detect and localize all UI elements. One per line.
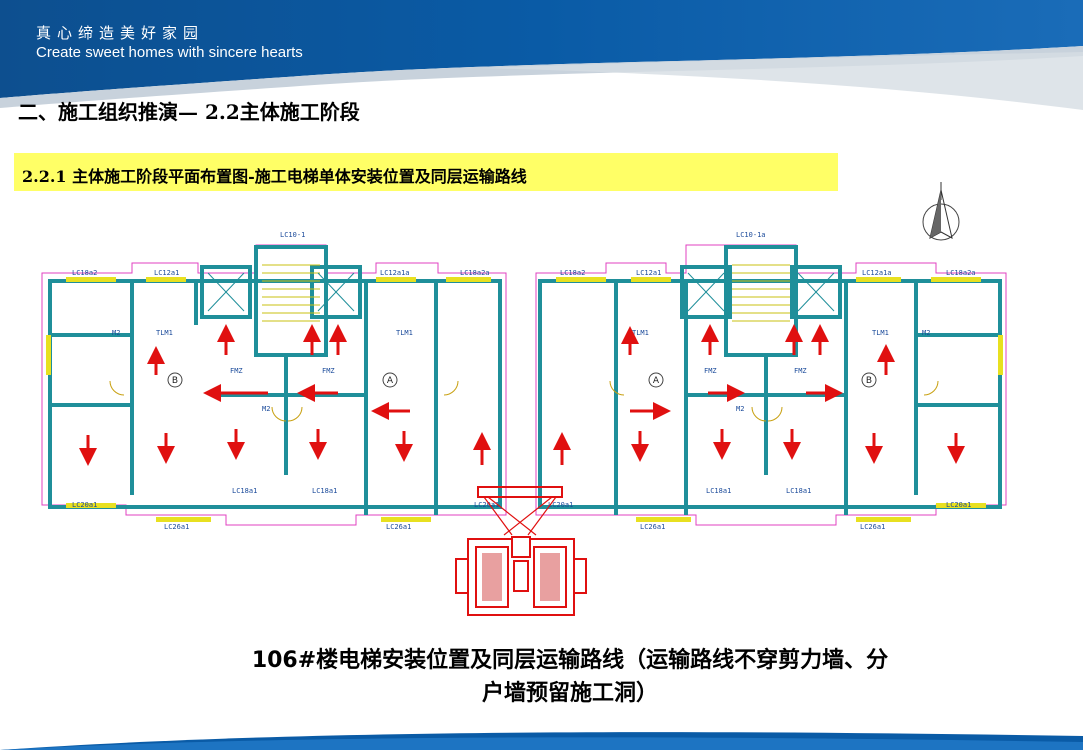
label-lc26a1-4: LC26a1 xyxy=(860,523,885,531)
label-lc20a1-2: LC20a1 xyxy=(474,501,499,509)
label-lc26a1-1: LC26a1 xyxy=(164,523,189,531)
label-lc18a2a-left: LC18a2a xyxy=(460,269,490,277)
label-lc18a2-right: LC18a2 xyxy=(560,269,585,277)
caption-line-1: 106#楼电梯安装位置及同层运输路线（运输路线不穿剪力墙、分 xyxy=(251,648,889,673)
label-lc20a1-3: LC20a1 xyxy=(548,501,573,509)
subsection-highlight xyxy=(14,153,838,191)
header-banner xyxy=(0,0,1083,110)
caption-line-2: 户墙预留施工洞） xyxy=(481,681,658,706)
label-m2-2: M2 xyxy=(262,405,270,413)
figure-caption: 106#楼电梯安装位置及同层运输路线（运输路线不穿剪力墙、分 户墙预留施工洞） xyxy=(120,644,1020,710)
label-lc26a1-2: LC26a1 xyxy=(386,523,411,531)
footer-wave xyxy=(0,732,1083,750)
label-tlm1-2: TLM1 xyxy=(396,329,413,337)
axis-a-left: A xyxy=(387,376,394,386)
label-lc18a1-3: LC18a1 xyxy=(706,487,731,495)
axis-b-right: B xyxy=(866,376,872,386)
label-tlm1-3: TLM1 xyxy=(632,329,649,337)
label-lc12a1a-right: LC12a1a xyxy=(862,269,892,277)
label-lc10-1: LC10-1 xyxy=(280,231,305,239)
label-m2-1: M2 xyxy=(112,329,120,337)
label-tlm1-1: TLM1 xyxy=(156,329,173,337)
slogan-english: Create sweet homes with sincere hearts xyxy=(36,44,303,61)
label-m2-3: M2 xyxy=(736,405,744,413)
label-fmz-3: FMZ xyxy=(704,367,717,375)
label-lc18a1-2: LC18a1 xyxy=(312,487,337,495)
axis-a-right: A xyxy=(653,376,660,386)
label-lc20a1-1: LC20a1 xyxy=(72,501,97,509)
section-title: 二、施工组织推演— 2.2主体施工阶段 xyxy=(18,100,360,124)
label-fmz-1: FMZ xyxy=(230,367,243,375)
label-lc12a1a-left: LC12a1a xyxy=(380,269,410,277)
label-lc20a1-4: LC20a1 xyxy=(946,501,971,509)
floor-plan-drawing: LC10-1 LC10-1a LC18a2 LC12a1 LC12a1a LC1… xyxy=(41,231,1007,616)
label-lc18a1-1: LC18a1 xyxy=(232,487,257,495)
label-lc18a2-left: LC18a2 xyxy=(72,269,97,277)
north-arrow-icon xyxy=(922,182,960,241)
label-lc10-1a: LC10-1a xyxy=(736,231,766,239)
label-fmz-4: FMZ xyxy=(794,367,807,375)
label-lc12a1-right: LC12a1 xyxy=(636,269,661,277)
label-m2-4: M2 xyxy=(922,329,930,337)
label-lc12a1-left: LC12a1 xyxy=(154,269,179,277)
label-fmz-2: FMZ xyxy=(322,367,335,375)
label-tlm1-4: TLM1 xyxy=(872,329,889,337)
slogan-chinese: 真心缔造美好家园 xyxy=(36,24,205,42)
label-lc18a2a-right: LC18a2a xyxy=(946,269,976,277)
label-lc26a1-3: LC26a1 xyxy=(640,523,665,531)
axis-b-left: B xyxy=(172,376,178,386)
subsection-title: 2.2.1 主体施工阶段平面布置图-施工电梯单体安装位置及同层运输路线 xyxy=(22,167,527,186)
label-lc18a1-4: LC18a1 xyxy=(786,487,811,495)
